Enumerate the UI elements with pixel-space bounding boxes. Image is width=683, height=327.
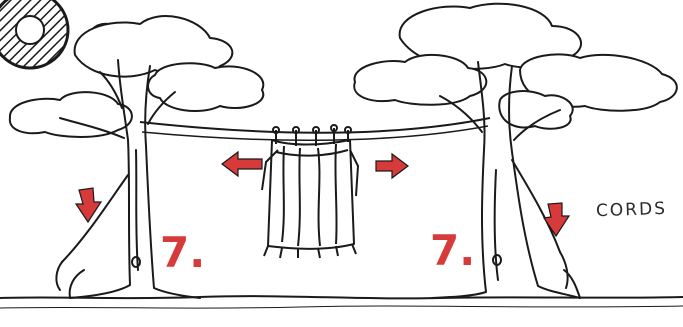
- arrow-left-icon: [221, 150, 263, 178]
- arrow-down-icon-right: [542, 202, 571, 238]
- ground-line: [0, 295, 683, 300]
- cords-label: CORDS: [595, 198, 668, 222]
- left-tree: [8, 15, 265, 299]
- right-tree: [353, 2, 678, 299]
- large-hatched-circle-icon: [0, 0, 70, 70]
- step-number-left: 7.: [160, 228, 206, 277]
- step-number-right: 7.: [430, 226, 476, 275]
- arrow-right-icon: [375, 152, 409, 180]
- arrow-down-icon: [74, 187, 103, 224]
- hanging-tarp: [261, 124, 359, 259]
